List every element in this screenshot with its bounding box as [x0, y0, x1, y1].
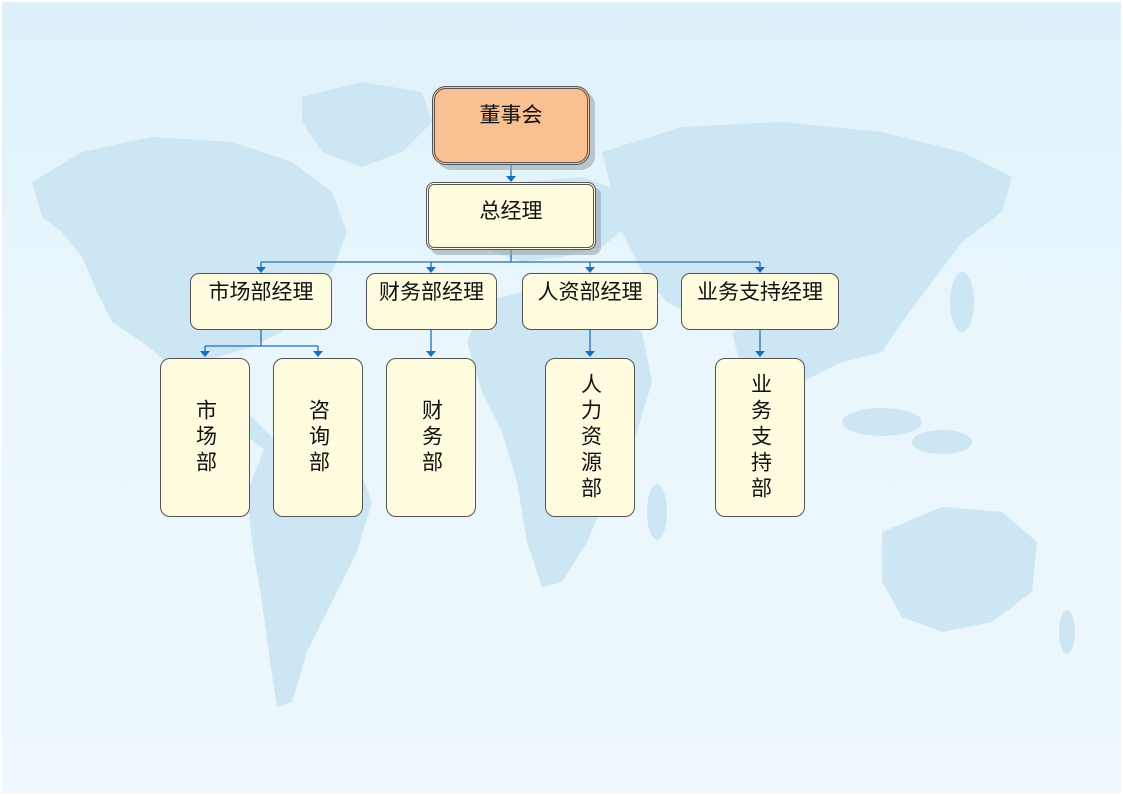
- arrowhead-icon: [506, 176, 516, 182]
- node-board-of-directors[interactable]: 董事会: [432, 86, 590, 165]
- node-label: 业务支持经理: [697, 280, 823, 304]
- node-business-support-manager[interactable]: 业务支持经理: [681, 273, 839, 330]
- node-label: 人力资源部: [578, 372, 603, 503]
- node-label: 财务部: [419, 398, 444, 477]
- node-business-support-department[interactable]: 业务支持部: [715, 358, 805, 517]
- node-label: 市场部经理: [208, 280, 314, 304]
- node-label: 总经理: [479, 199, 543, 223]
- node-consulting-department[interactable]: 咨询部: [273, 358, 363, 517]
- node-finance-manager[interactable]: 财务部经理: [366, 273, 497, 330]
- node-hr-department[interactable]: 人力资源部: [545, 358, 635, 517]
- arrowhead-icon: [585, 351, 595, 357]
- arrowhead-icon: [313, 351, 323, 357]
- arrowhead-icon: [256, 267, 266, 273]
- arrowhead-icon: [426, 267, 436, 273]
- node-finance-department[interactable]: 财务部: [386, 358, 476, 517]
- node-market-department[interactable]: 市场部: [160, 358, 250, 517]
- arrowhead-icon: [585, 267, 595, 273]
- node-market-manager[interactable]: 市场部经理: [190, 273, 332, 330]
- arrowhead-icon: [755, 267, 765, 273]
- node-general-manager[interactable]: 总经理: [426, 182, 596, 250]
- node-label: 董事会: [479, 103, 543, 127]
- arrowhead-icon: [200, 351, 210, 357]
- node-hr-manager[interactable]: 人资部经理: [522, 273, 658, 330]
- arrowhead-icon: [755, 351, 765, 357]
- node-label: 财务部经理: [379, 280, 484, 304]
- node-label: 人资部经理: [537, 280, 643, 304]
- node-label: 市场部: [193, 398, 218, 477]
- node-label: 咨询部: [306, 398, 331, 477]
- arrowhead-icon: [426, 351, 436, 357]
- node-label: 业务支持部: [748, 372, 773, 503]
